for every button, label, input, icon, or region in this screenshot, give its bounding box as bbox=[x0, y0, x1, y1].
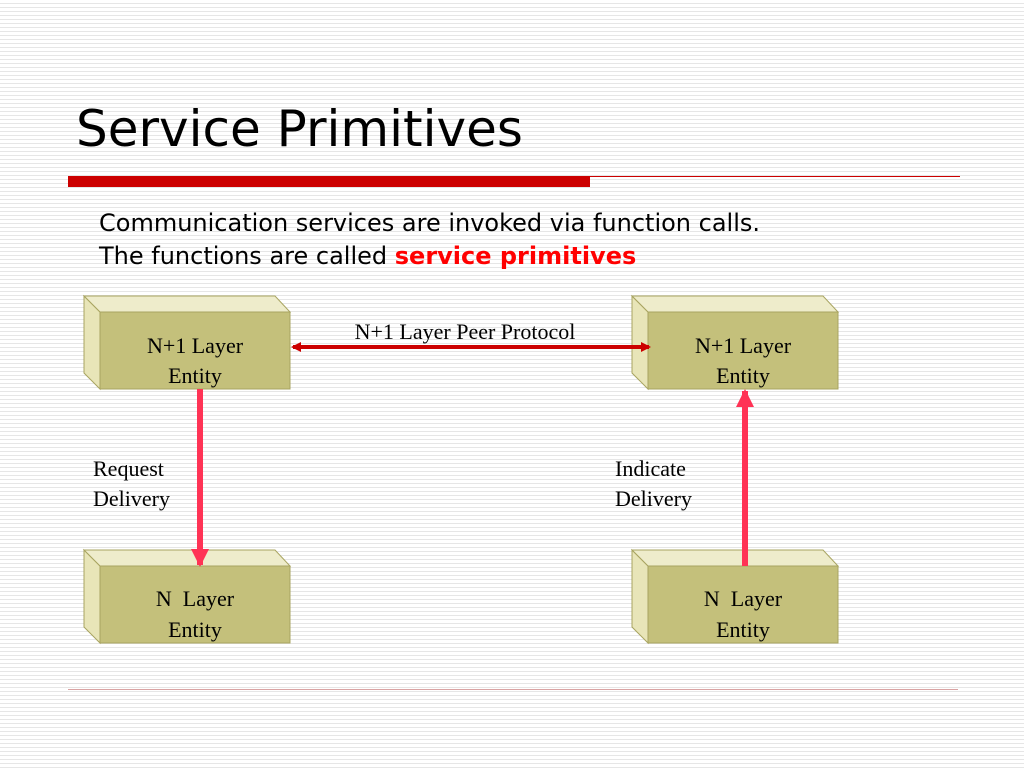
slide-title: Service Primitives bbox=[76, 100, 523, 158]
title-underline-thin bbox=[590, 176, 960, 177]
box-n1-right-line2: Entity bbox=[716, 363, 770, 388]
box-n1-left-line2: Entity bbox=[168, 363, 222, 388]
box-n1-right: N+1 Layer Entity bbox=[630, 294, 840, 391]
body-line-2-text: The functions are called bbox=[99, 242, 395, 270]
box-n-right: N Layer Entity bbox=[630, 548, 840, 645]
box-n1-left-line1: N+1 Layer bbox=[147, 333, 244, 358]
box-n-left-line1: N Layer bbox=[156, 586, 235, 611]
box-n1-right-line1: N+1 Layer bbox=[695, 333, 792, 358]
indicate-label-line2: Delivery bbox=[615, 486, 692, 511]
peer-protocol-label: N+1 Layer Peer Protocol bbox=[355, 319, 576, 344]
slide-body: Communication services are invoked via f… bbox=[99, 207, 760, 273]
body-line-2: The functions are called service primiti… bbox=[99, 240, 760, 273]
box-n-left-line2: Entity bbox=[168, 617, 222, 642]
box-n-left: N Layer Entity bbox=[82, 548, 292, 645]
service-primitives-emphasis: service primitives bbox=[394, 242, 637, 270]
body-line-1: Communication services are invoked via f… bbox=[99, 209, 761, 237]
footer-rule bbox=[68, 689, 958, 690]
indicate-label-line1: Indicate bbox=[615, 456, 686, 481]
box-n-right-line1: N Layer bbox=[704, 586, 783, 611]
request-label-line1: Request bbox=[93, 456, 164, 481]
box-n-right-line2: Entity bbox=[716, 617, 770, 642]
request-label-line2: Delivery bbox=[93, 486, 170, 511]
box-n1-left: N+1 Layer Entity bbox=[82, 294, 292, 391]
title-underline-thick bbox=[68, 176, 590, 187]
